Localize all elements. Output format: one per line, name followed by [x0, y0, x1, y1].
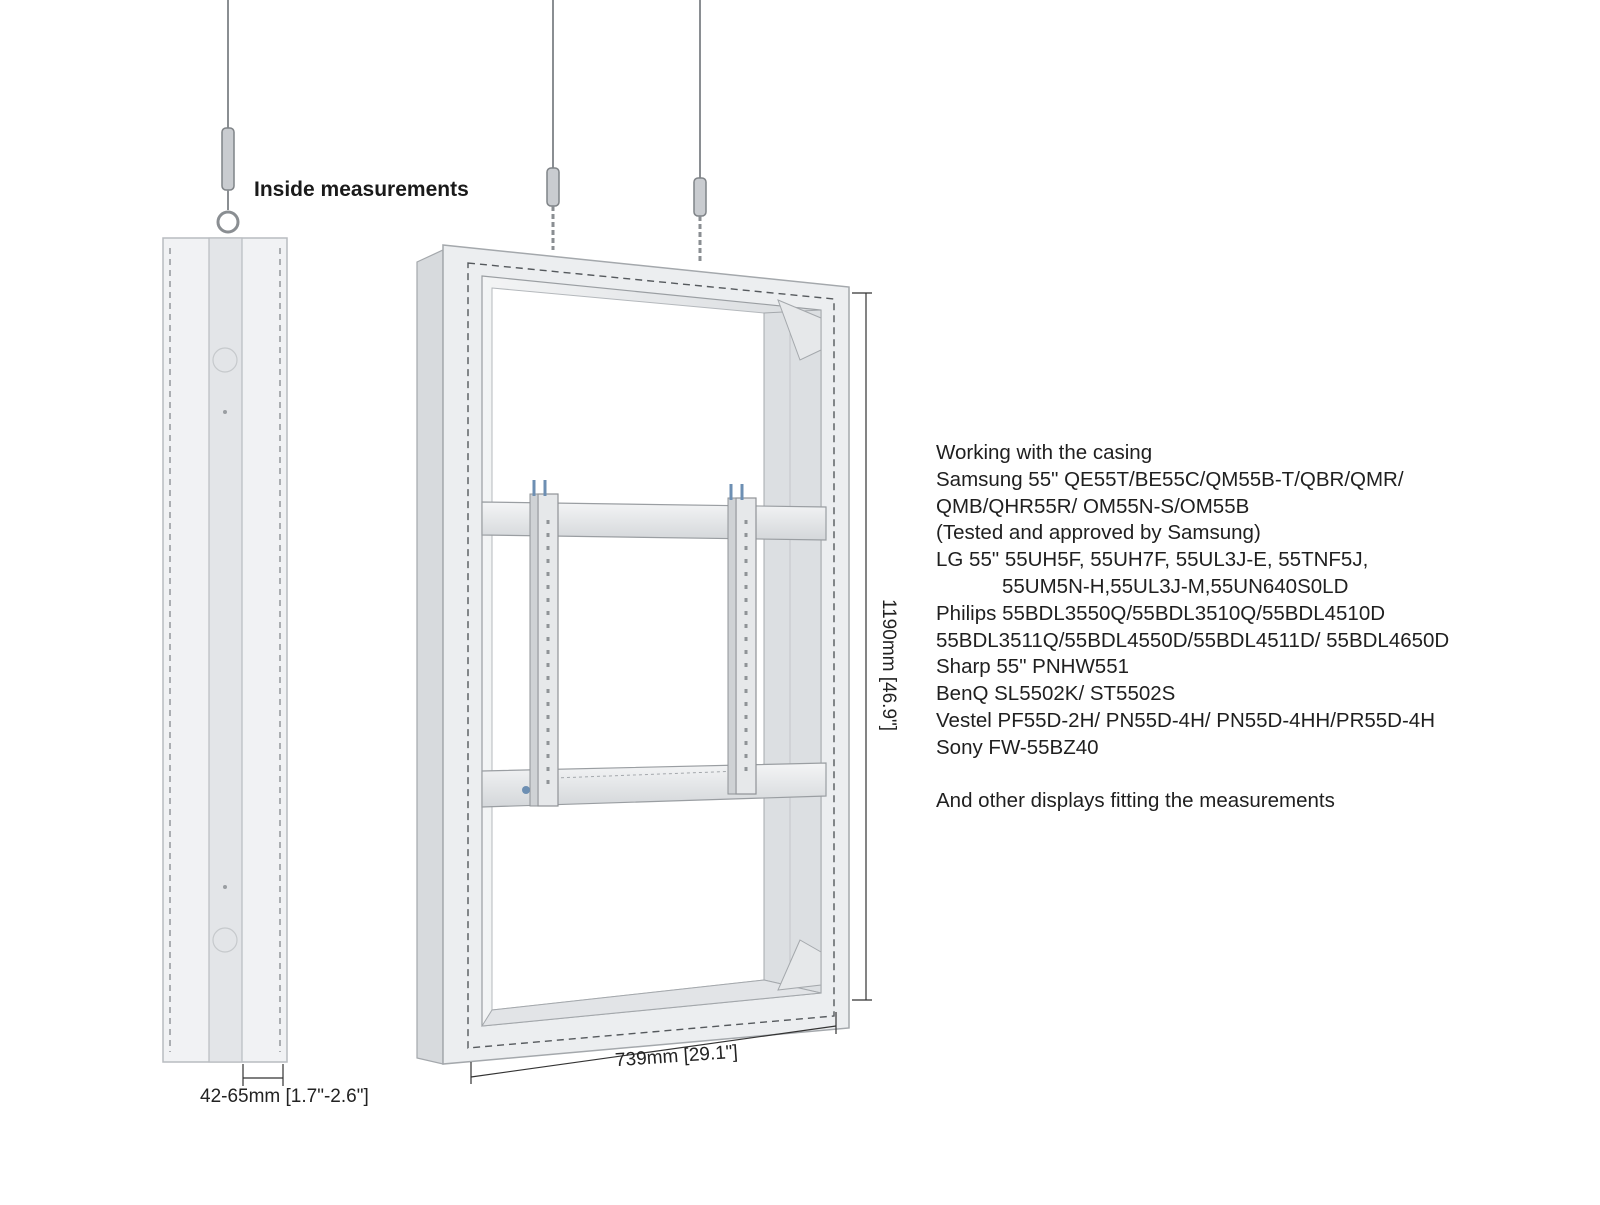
compat-line: Sony FW-55BZ40 — [936, 735, 1099, 759]
compat-line: QMB/QHR55R/ OM55N-S/OM55B — [936, 494, 1250, 518]
inside-measurements-heading: Inside measurements — [254, 178, 469, 201]
spacer — [936, 762, 1449, 789]
side-view — [162, 0, 288, 1086]
side-spine — [208, 237, 243, 1063]
compatibility-intro: Working with the casing — [936, 441, 1153, 464]
compat-line: Samsung 55" QE55T/BE55C/QM55B-T/QBR/QMR/ — [936, 467, 1404, 491]
side-eye-ring — [216, 210, 240, 234]
compat-line: Philips 55BDL3550Q/55BDL3510Q/55BDL4510D — [936, 601, 1386, 625]
side-clamp — [221, 127, 235, 191]
compat-line: LG 55" 55UH5F, 55UH7F, 55UL3J-E, 55TNF5J… — [936, 548, 1369, 572]
compat-line: 55UM5N-H,55UL3J-M,55UN640S0LD — [1002, 574, 1349, 598]
compat-line: BenQ SL5502K/ ST5502S — [936, 682, 1176, 706]
compatibility-footer: And other displays fitting the measureme… — [936, 789, 1335, 813]
height-dimension-label: 1190mm [46.9"] — [878, 598, 900, 732]
compat-line: Vestel PF55D-2H/ PN55D-4H/ PN55D-4HH/PR5… — [936, 708, 1436, 732]
front-view — [416, 0, 872, 1084]
depth-dimension-label: 42-65mm [1.7"-2.6"] — [200, 1086, 369, 1107]
compat-line: 55BDL3511Q/55BDL4550D/55BDL4511D/ 55BDL4… — [936, 628, 1450, 652]
compat-line: Sharp 55" PNHW551 — [936, 655, 1130, 679]
bracket-left — [529, 480, 559, 807]
bracket-right — [727, 484, 757, 795]
compat-line: (Tested and approved by Samsung) — [936, 521, 1261, 545]
compatibility-list: Working with the casing Samsung 55" QE55… — [936, 440, 1449, 815]
